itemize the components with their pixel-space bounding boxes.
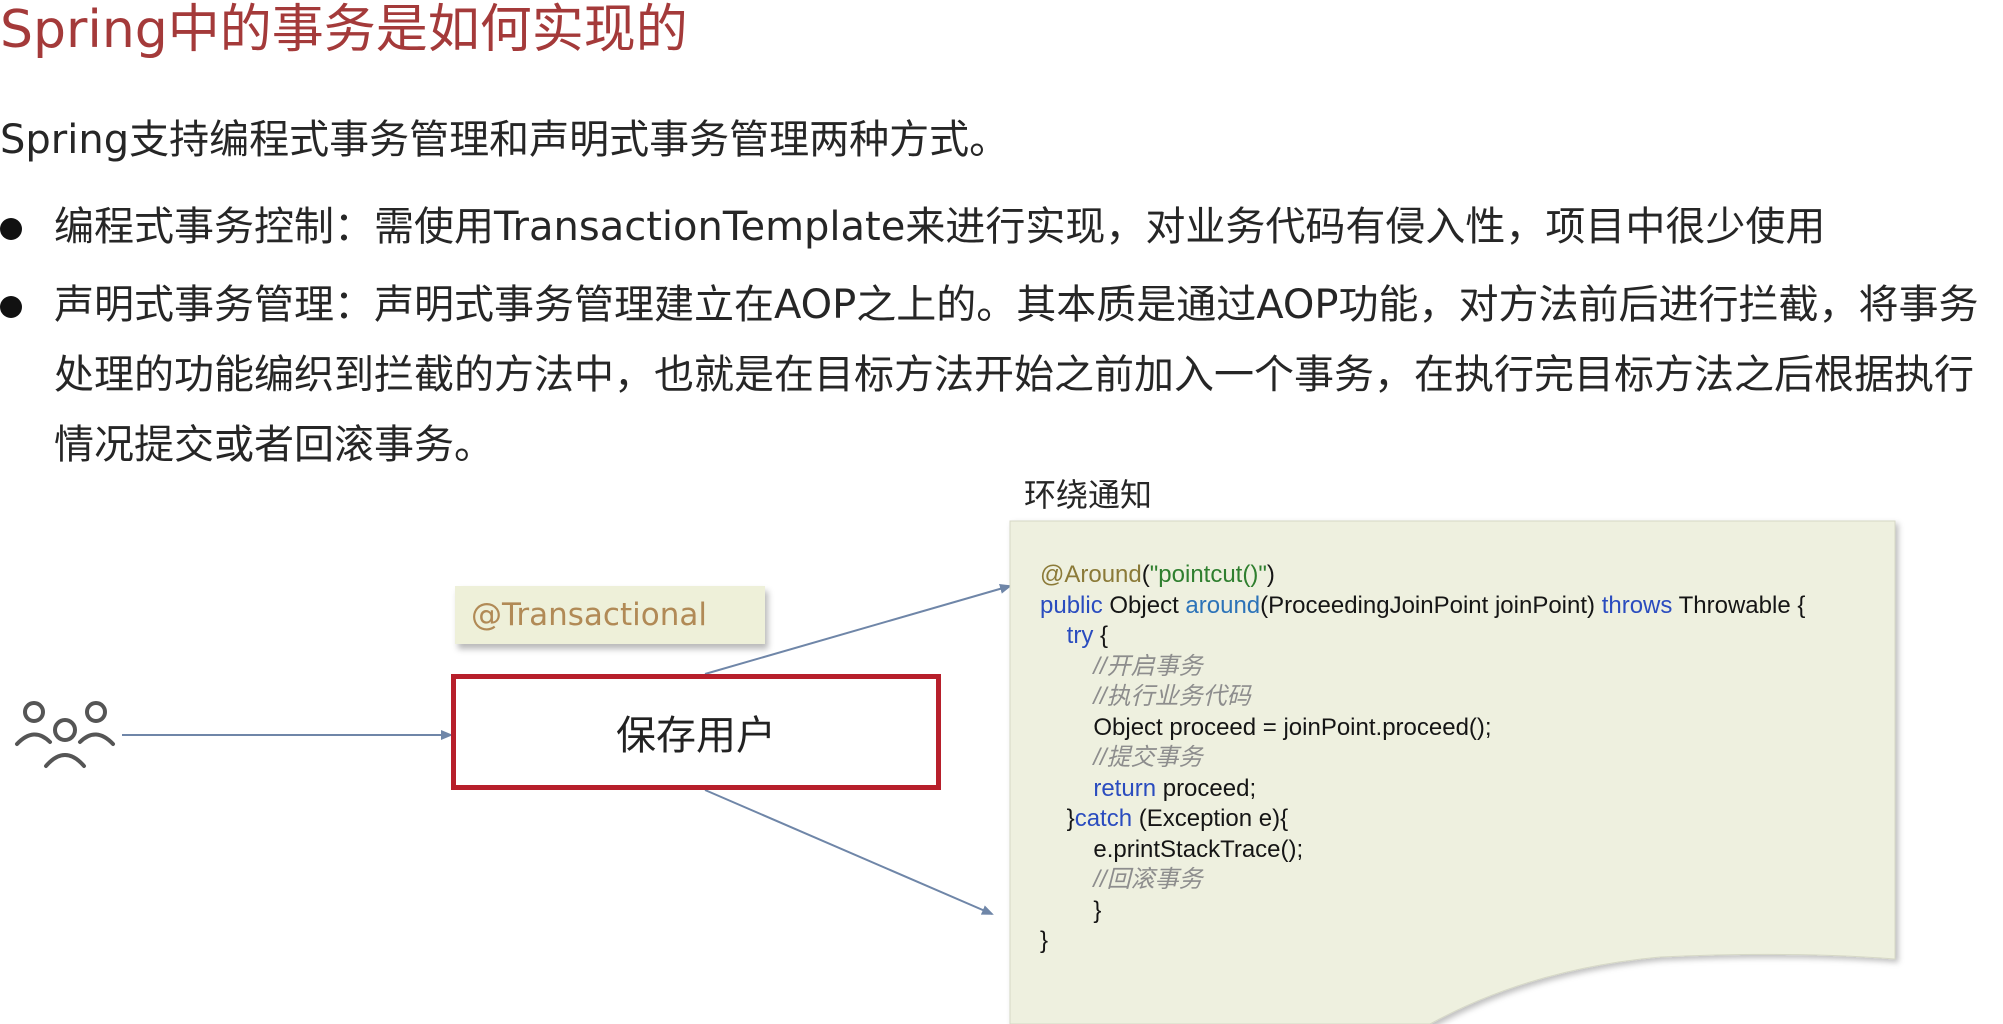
code-token: "pointcut()" xyxy=(1149,561,1267,588)
code-line: try { xyxy=(1040,621,1880,652)
code-line: //开启事务 xyxy=(1040,652,1880,683)
code-line: //回滚事务 xyxy=(1040,865,1880,896)
users-icon xyxy=(15,701,115,768)
save-user-label: 保存用户 xyxy=(616,713,776,759)
code-token xyxy=(1040,653,1093,680)
code-token: ( xyxy=(1141,561,1150,588)
code-line: @Around("pointcut()") xyxy=(1040,560,1880,591)
code-token: (ProceedingJoinPoint joinPoint) xyxy=(1260,591,1602,619)
code-token: around xyxy=(1185,591,1261,619)
code-token xyxy=(1040,622,1067,649)
around-advice-code-block: @Around("pointcut()")public Object aroun… xyxy=(1040,560,1880,957)
slide-title: Spring中的事务是如何实现的 xyxy=(0,0,688,60)
code-token: } xyxy=(1040,896,1102,924)
code-token: //回滚事务 xyxy=(1093,866,1203,893)
code-line: e.printStackTrace(); xyxy=(1040,835,1880,866)
code-token: @Around xyxy=(1040,561,1142,588)
code-token xyxy=(1040,866,1093,893)
code-panel-background xyxy=(1009,520,1896,1024)
code-token: ) xyxy=(1266,561,1275,588)
code-token: throws xyxy=(1601,591,1673,619)
code-line: } xyxy=(1040,926,1880,957)
intro-text: Spring支持编程式事务管理和声明式事务管理两种方式。 xyxy=(0,117,1010,163)
save-user-method-box: 保存用户 xyxy=(451,674,941,790)
bullet-text: 声明式事务管理：声明式事务管理建立在AOP之上的。其本质是通过AOP功能，对方法… xyxy=(54,282,1979,468)
code-token: public xyxy=(1040,591,1103,619)
bullet-list: 编程式事务控制：需使用TransactionTemplate来进行实现，对业务代… xyxy=(0,192,2003,488)
code-token xyxy=(1040,683,1093,710)
around-advice-code-panel xyxy=(1009,520,1896,1024)
around-advice-label: 环绕通知 xyxy=(1024,476,1153,514)
code-token: return xyxy=(1093,774,1157,802)
bullet-text: 编程式事务控制：需使用TransactionTemplate来进行实现，对业务代… xyxy=(54,204,1826,250)
code-token: e.printStackTrace(); xyxy=(1040,835,1304,863)
bullet-declarative-transaction: 声明式事务管理：声明式事务管理建立在AOP之上的。其本质是通过AOP功能，对方法… xyxy=(0,270,1994,480)
code-token: { xyxy=(1093,622,1109,649)
method-from-advice-arrow xyxy=(704,789,994,915)
code-line: }catch (Exception e){ xyxy=(1040,804,1880,835)
method-to-advice-arrow xyxy=(704,583,1012,675)
code-token: Object proceed = joinPoint.proceed(); xyxy=(1040,713,1492,741)
bullet-dot-icon xyxy=(0,296,22,318)
code-token: Object xyxy=(1102,591,1186,619)
code-token: try xyxy=(1066,622,1094,649)
code-token: //执行业务代码 xyxy=(1093,683,1251,710)
code-line: //执行业务代码 xyxy=(1040,682,1880,713)
code-token: //提交事务 xyxy=(1093,744,1203,771)
code-token: proceed; xyxy=(1156,774,1257,802)
code-token xyxy=(1040,744,1093,771)
code-line: } xyxy=(1040,896,1880,927)
bullet-programmatic-transaction: 编程式事务控制：需使用TransactionTemplate来进行实现，对业务代… xyxy=(0,192,1994,262)
code-line: public Object around(ProceedingJoinPoint… xyxy=(1040,591,1880,622)
code-token: catch xyxy=(1074,805,1133,832)
bullet-dot-icon xyxy=(0,218,22,240)
transactional-annotation-tag: @Transactional xyxy=(455,586,765,644)
code-line: Object proceed = joinPoint.proceed(); xyxy=(1040,713,1880,744)
code-token: (Exception e){ xyxy=(1132,805,1289,832)
code-token: //开启事务 xyxy=(1093,652,1203,680)
code-token: } xyxy=(1040,927,1049,954)
code-line: return proceed; xyxy=(1040,774,1880,805)
code-token: } xyxy=(1040,805,1075,832)
code-token xyxy=(1040,775,1093,802)
code-token: Throwable { xyxy=(1672,591,1806,619)
code-line: //提交事务 xyxy=(1040,743,1880,774)
